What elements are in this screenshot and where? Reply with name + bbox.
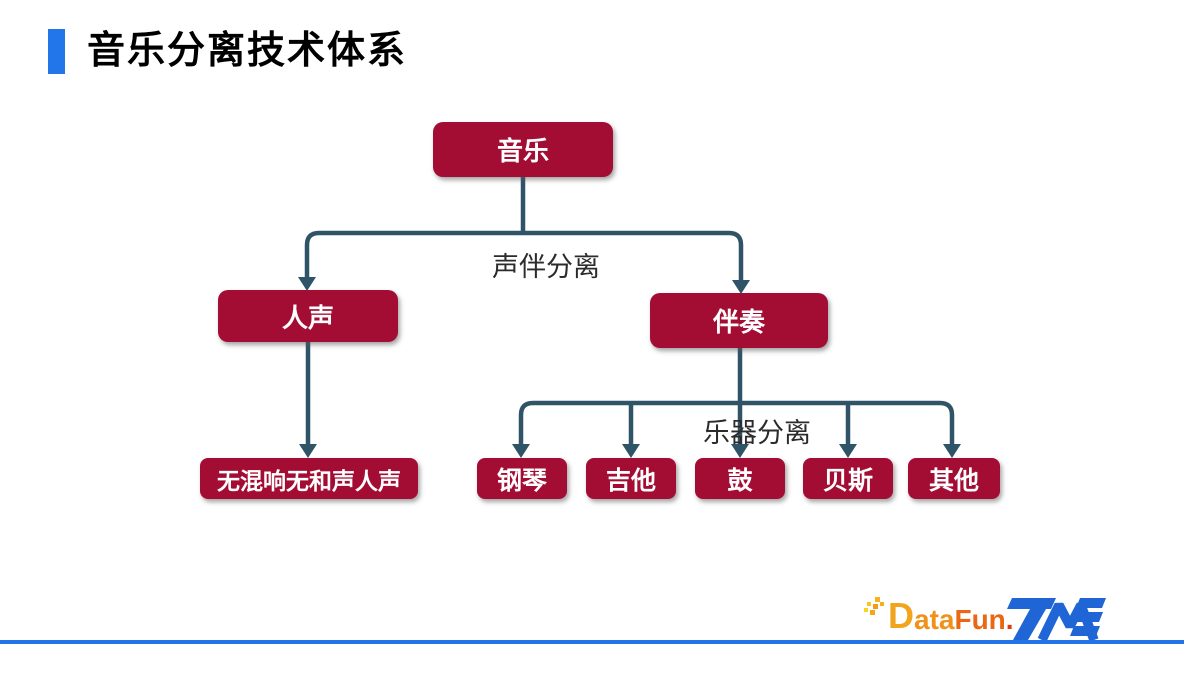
node-dry-vocals: 无混响无和声人声: [200, 458, 418, 499]
arrow-to-bass: [839, 444, 857, 458]
page-title: 音乐分离技术体系: [87, 30, 408, 72]
edge-label-vocal-separation: 声伴分离: [492, 252, 600, 282]
node-vocals: 人声: [218, 290, 398, 342]
node-bass: 贝斯: [803, 458, 893, 499]
footer-divider-line: [0, 640, 1184, 644]
arrow-to-dry-vocals: [299, 444, 317, 458]
edge-label-instrument-separation: 乐器分离: [703, 418, 811, 448]
node-guitar: 吉他: [586, 458, 676, 499]
node-music: 音乐: [433, 122, 613, 177]
arrow-to-piano: [512, 444, 530, 458]
tme-t-bar: [1007, 598, 1056, 609]
node-other: 其他: [908, 458, 1000, 499]
datafun-dots-icon: [864, 597, 884, 615]
title-accent-bar: [48, 29, 65, 74]
tme-logo: [1007, 598, 1106, 640]
datafun-letters-ata: ata: [914, 604, 955, 635]
tme-t-stem: [1013, 609, 1046, 640]
arrow-to-accompaniment: [732, 280, 750, 294]
datafun-letters-fun: Fun: [954, 604, 1006, 635]
arrow-to-vocals: [298, 277, 316, 291]
tme-m-zigzag: [1037, 602, 1099, 640]
arrow-to-other: [943, 444, 961, 458]
datafun-letter-d: D: [888, 595, 914, 636]
node-accompaniment: 伴奏: [650, 293, 828, 348]
node-piano: 钢琴: [477, 458, 567, 499]
datafun-period: .: [1005, 604, 1014, 635]
node-drums: 鼓: [695, 458, 785, 499]
arrow-to-guitar: [622, 444, 640, 458]
